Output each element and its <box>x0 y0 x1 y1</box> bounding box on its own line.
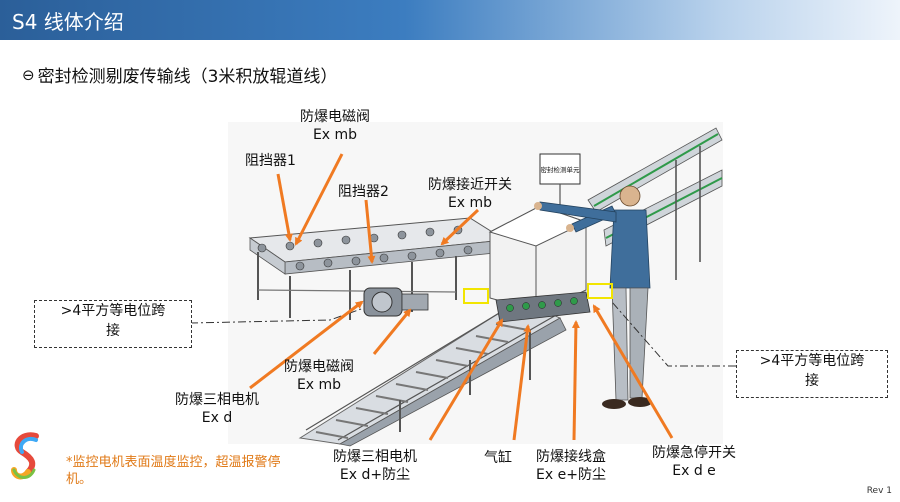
label-motor-left: 防爆三相电机 Ex d <box>175 391 259 427</box>
page-title: S4 线体介绍 <box>12 10 124 34</box>
brand-logo <box>11 432 39 480</box>
collapse-bullet-icon: ⊖ <box>22 65 35 84</box>
revision-label: Rev 1 <box>866 486 892 496</box>
section-subtitle: ⊖ 密封检测剔废传输线（3米积放辊道线） <box>22 62 338 88</box>
motor-device <box>363 287 429 317</box>
label-line: 防爆三相电机 <box>175 392 259 408</box>
arrow-solenoid-top <box>294 153 344 246</box>
label-line: 阻挡器2 <box>338 184 389 200</box>
label-cylinder: 气缸 <box>484 449 512 467</box>
label-line: 防爆电磁阀 <box>300 109 370 125</box>
label-line: Ex e+防尘 <box>536 467 606 483</box>
label-line: 阻挡器1 <box>245 153 296 169</box>
main-conveyor <box>298 297 567 447</box>
bonding-line: 接 <box>805 373 819 389</box>
bonding-note-right: >4平方等电位跨 接 <box>736 350 888 398</box>
cabinet-sign-text: 密封检测单元 <box>541 165 581 174</box>
label-stopper1: 阻挡器1 <box>245 152 296 170</box>
arrow-cylinder <box>512 324 532 441</box>
label-stopper2: 阻挡器2 <box>338 183 389 201</box>
inspection-cabinet: 密封检测单元 <box>488 153 591 323</box>
subtitle-text: 密封检测剔废传输线（3米积放辊道线） <box>37 67 338 87</box>
arrow-stopper1 <box>276 173 293 242</box>
label-line: 防爆接近开关 <box>428 177 512 193</box>
bonding-left-line <box>189 307 365 324</box>
bonding-line: >4平方等电位跨 <box>759 353 865 369</box>
label-line: 防爆电磁阀 <box>284 359 354 375</box>
label-line: Ex mb <box>447 195 493 211</box>
bonding-line: 接 <box>106 323 120 339</box>
operator-figure <box>534 185 652 409</box>
arrow-solenoid-mid <box>372 308 412 355</box>
label-line: 防爆急停开关 <box>652 445 736 461</box>
bonding-line: >4平方等电位跨 <box>60 303 166 319</box>
arrow-motor-left <box>249 300 364 390</box>
bonding-note-left: >4平方等电位跨 接 <box>34 300 192 348</box>
label-solenoid-mid: 防爆电磁阀 Ex mb <box>284 358 354 394</box>
label-line: Ex d+防尘 <box>339 467 411 483</box>
label-line: Ex d e <box>672 463 716 479</box>
arrow-junction-box <box>571 320 580 441</box>
header-bar: S4 线体介绍 <box>0 0 900 40</box>
label-motor-bottom: 防爆三相电机 Ex d+防尘 <box>333 448 417 484</box>
label-line: Ex d <box>201 410 233 426</box>
arrow-stopper2 <box>364 199 376 264</box>
label-proximity: 防爆接近开关 Ex mb <box>428 176 512 212</box>
temperature-note: *监控电机表面温度监控，超温报警停机。 <box>66 455 281 487</box>
label-junction-box: 防爆接线盒 Ex e+防尘 <box>536 448 606 484</box>
arrow-motor-bottom <box>428 318 504 441</box>
accumulating-roller-conveyor <box>248 217 507 320</box>
proximity-switch-highlight <box>463 288 489 304</box>
label-line: 防爆三相电机 <box>333 449 417 465</box>
label-line: 防爆接线盒 <box>536 449 606 465</box>
bonding-right-line <box>611 301 736 367</box>
arrow-estop <box>592 304 674 439</box>
label-line: Ex mb <box>312 127 358 143</box>
cabinet-sign-panel <box>539 153 581 185</box>
arrow-proximity <box>440 208 480 246</box>
label-line: Ex mb <box>296 377 342 393</box>
estop-highlight <box>587 283 613 299</box>
label-solenoid-top: 防爆电磁阀 Ex mb <box>300 108 370 144</box>
label-line: 气缸 <box>484 450 512 466</box>
label-estop: 防爆急停开关 Ex d e <box>652 444 736 480</box>
